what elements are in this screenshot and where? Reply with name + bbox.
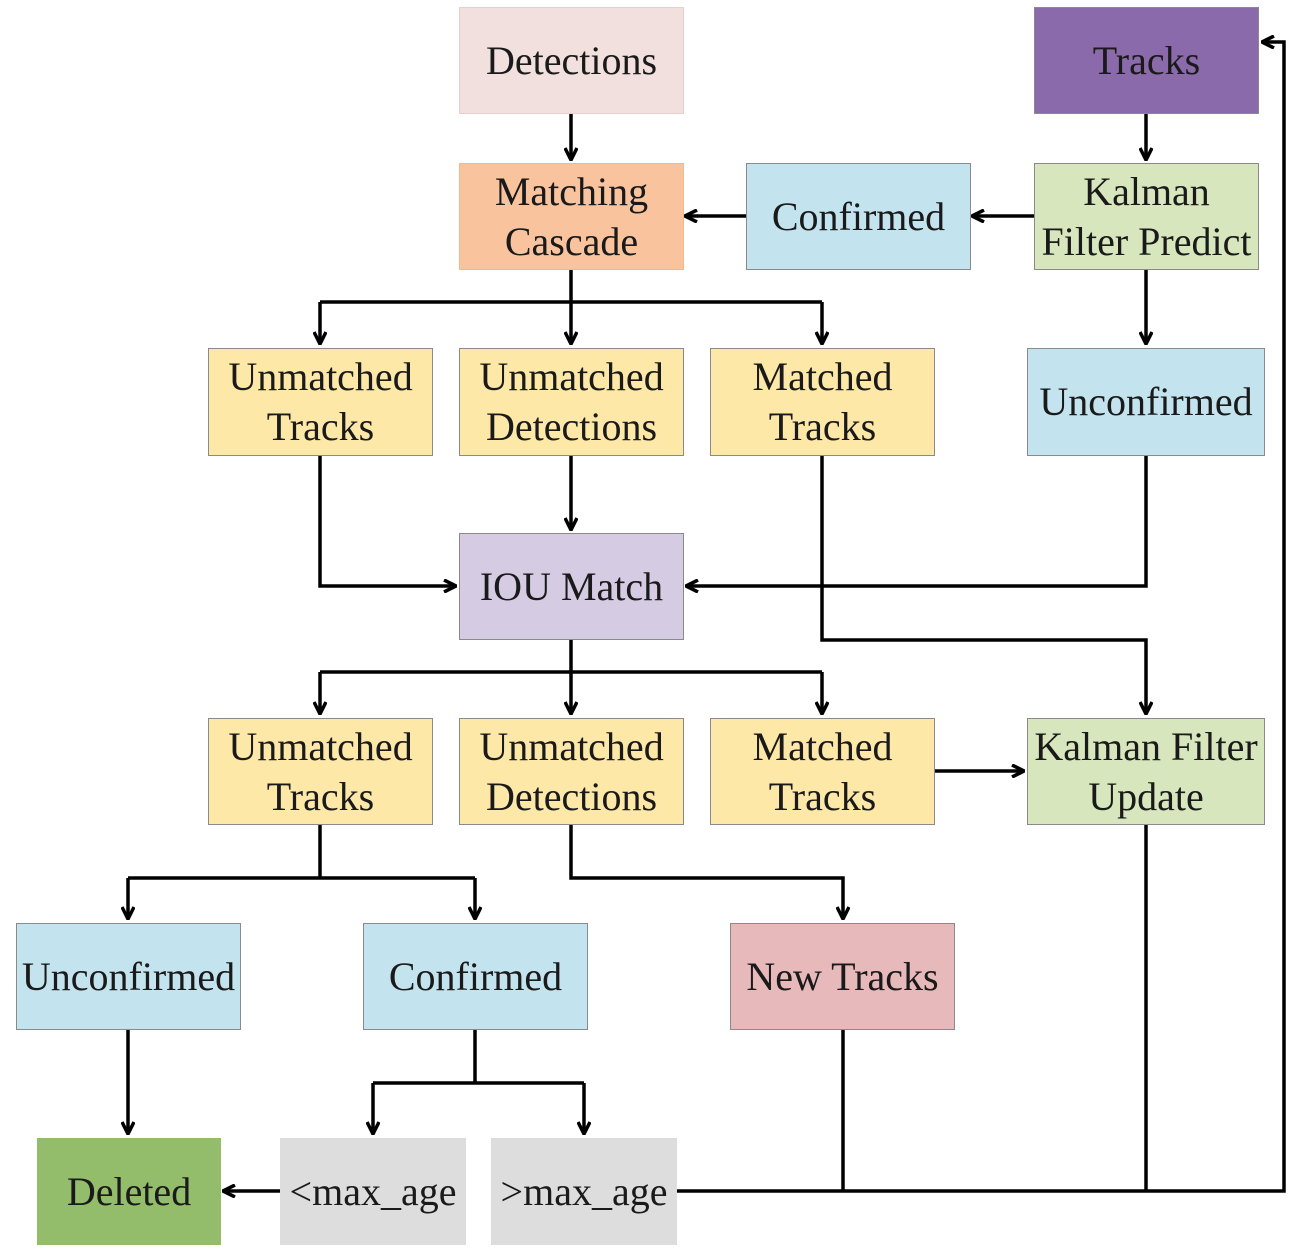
iou-match-node: IOU Match: [459, 533, 684, 640]
confirmed-top-label: Confirmed: [771, 193, 946, 239]
unmatched-tracks-1-line2: Tracks: [266, 404, 375, 449]
unmatched-tracks-2-line1: Unmatched: [228, 723, 413, 769]
new-tracks-node: New Tracks: [730, 923, 955, 1030]
unmatched-detections-1-node: Unmatched Detections: [459, 348, 684, 456]
lt-max-age-label: <max_age: [289, 1168, 457, 1214]
confirmed-top-node: Confirmed: [746, 163, 971, 270]
kalman-predict-line1: Kalman: [1083, 168, 1210, 214]
matching-cascade-line1: Matching: [494, 168, 649, 214]
unmatched-tracks-2-node: Unmatched Tracks: [208, 718, 433, 825]
matched-tracks-2-line1: Matched: [752, 723, 893, 769]
unconfirmed-top-node: Unconfirmed: [1027, 348, 1265, 456]
confirmed-bottom-node: Confirmed: [363, 923, 588, 1030]
matching-cascade-line2: Cascade: [504, 218, 639, 264]
deleted-label: Deleted: [66, 1168, 192, 1214]
detections-node: Detections: [459, 7, 684, 114]
iou-match-label: IOU Match: [479, 563, 664, 609]
tracks-label: Tracks: [1092, 37, 1201, 83]
lt-max-age-node: <max_age: [280, 1138, 466, 1245]
deleted-node: Deleted: [37, 1138, 221, 1245]
edge-return-loop: [677, 42, 1286, 1193]
edge-unmatched-tracks-to-iou: [318, 456, 456, 586]
matched-tracks-1-line2: Tracks: [768, 404, 877, 449]
unmatched-tracks-1-line1: Unmatched: [228, 354, 413, 399]
matched-tracks-2-line2: Tracks: [768, 773, 877, 819]
unmatched-detections-1-line1: Unmatched: [479, 354, 664, 399]
edge-unmatched-detections-2-to-new-tracks: [569, 825, 843, 919]
kalman-update-line2: Update: [1088, 773, 1204, 819]
tracks-node: Tracks: [1034, 7, 1259, 114]
unmatched-tracks-1-node: Unmatched Tracks: [208, 348, 433, 456]
unmatched-detections-1-line2: Detections: [485, 404, 658, 449]
kalman-predict-line2: Filter Predict: [1041, 218, 1252, 264]
edge-matched-tracks-to-update: [820, 456, 1146, 714]
unmatched-detections-2-line2: Detections: [485, 773, 658, 819]
matching-cascade-node: Matching Cascade: [459, 163, 684, 270]
detections-label: Detections: [485, 37, 658, 83]
unmatched-detections-2-line1: Unmatched: [479, 723, 664, 769]
edge-unconfirmed-to-iou: [686, 456, 1148, 586]
confirmed-bottom-label: Confirmed: [388, 953, 563, 999]
matched-tracks-1-line1: Matched: [752, 354, 893, 399]
unconfirmed-top-label: Unconfirmed: [1039, 379, 1253, 424]
kalman-update-line1: Kalman Filter: [1034, 723, 1258, 769]
unconfirmed-bottom-node: Unconfirmed: [16, 923, 241, 1030]
gt-max-age-node: >max_age: [491, 1138, 677, 1245]
kalman-predict-node: Kalman Filter Predict: [1034, 163, 1259, 270]
unmatched-detections-2-node: Unmatched Detections: [459, 718, 684, 825]
unmatched-tracks-2-line2: Tracks: [266, 773, 375, 819]
matched-tracks-2-node: Matched Tracks: [710, 718, 935, 825]
unconfirmed-bottom-label: Unconfirmed: [21, 953, 236, 999]
matched-tracks-1-node: Matched Tracks: [710, 348, 935, 456]
gt-max-age-label: >max_age: [500, 1168, 668, 1214]
kalman-update-node: Kalman Filter Update: [1027, 718, 1265, 825]
new-tracks-label: New Tracks: [746, 953, 939, 999]
